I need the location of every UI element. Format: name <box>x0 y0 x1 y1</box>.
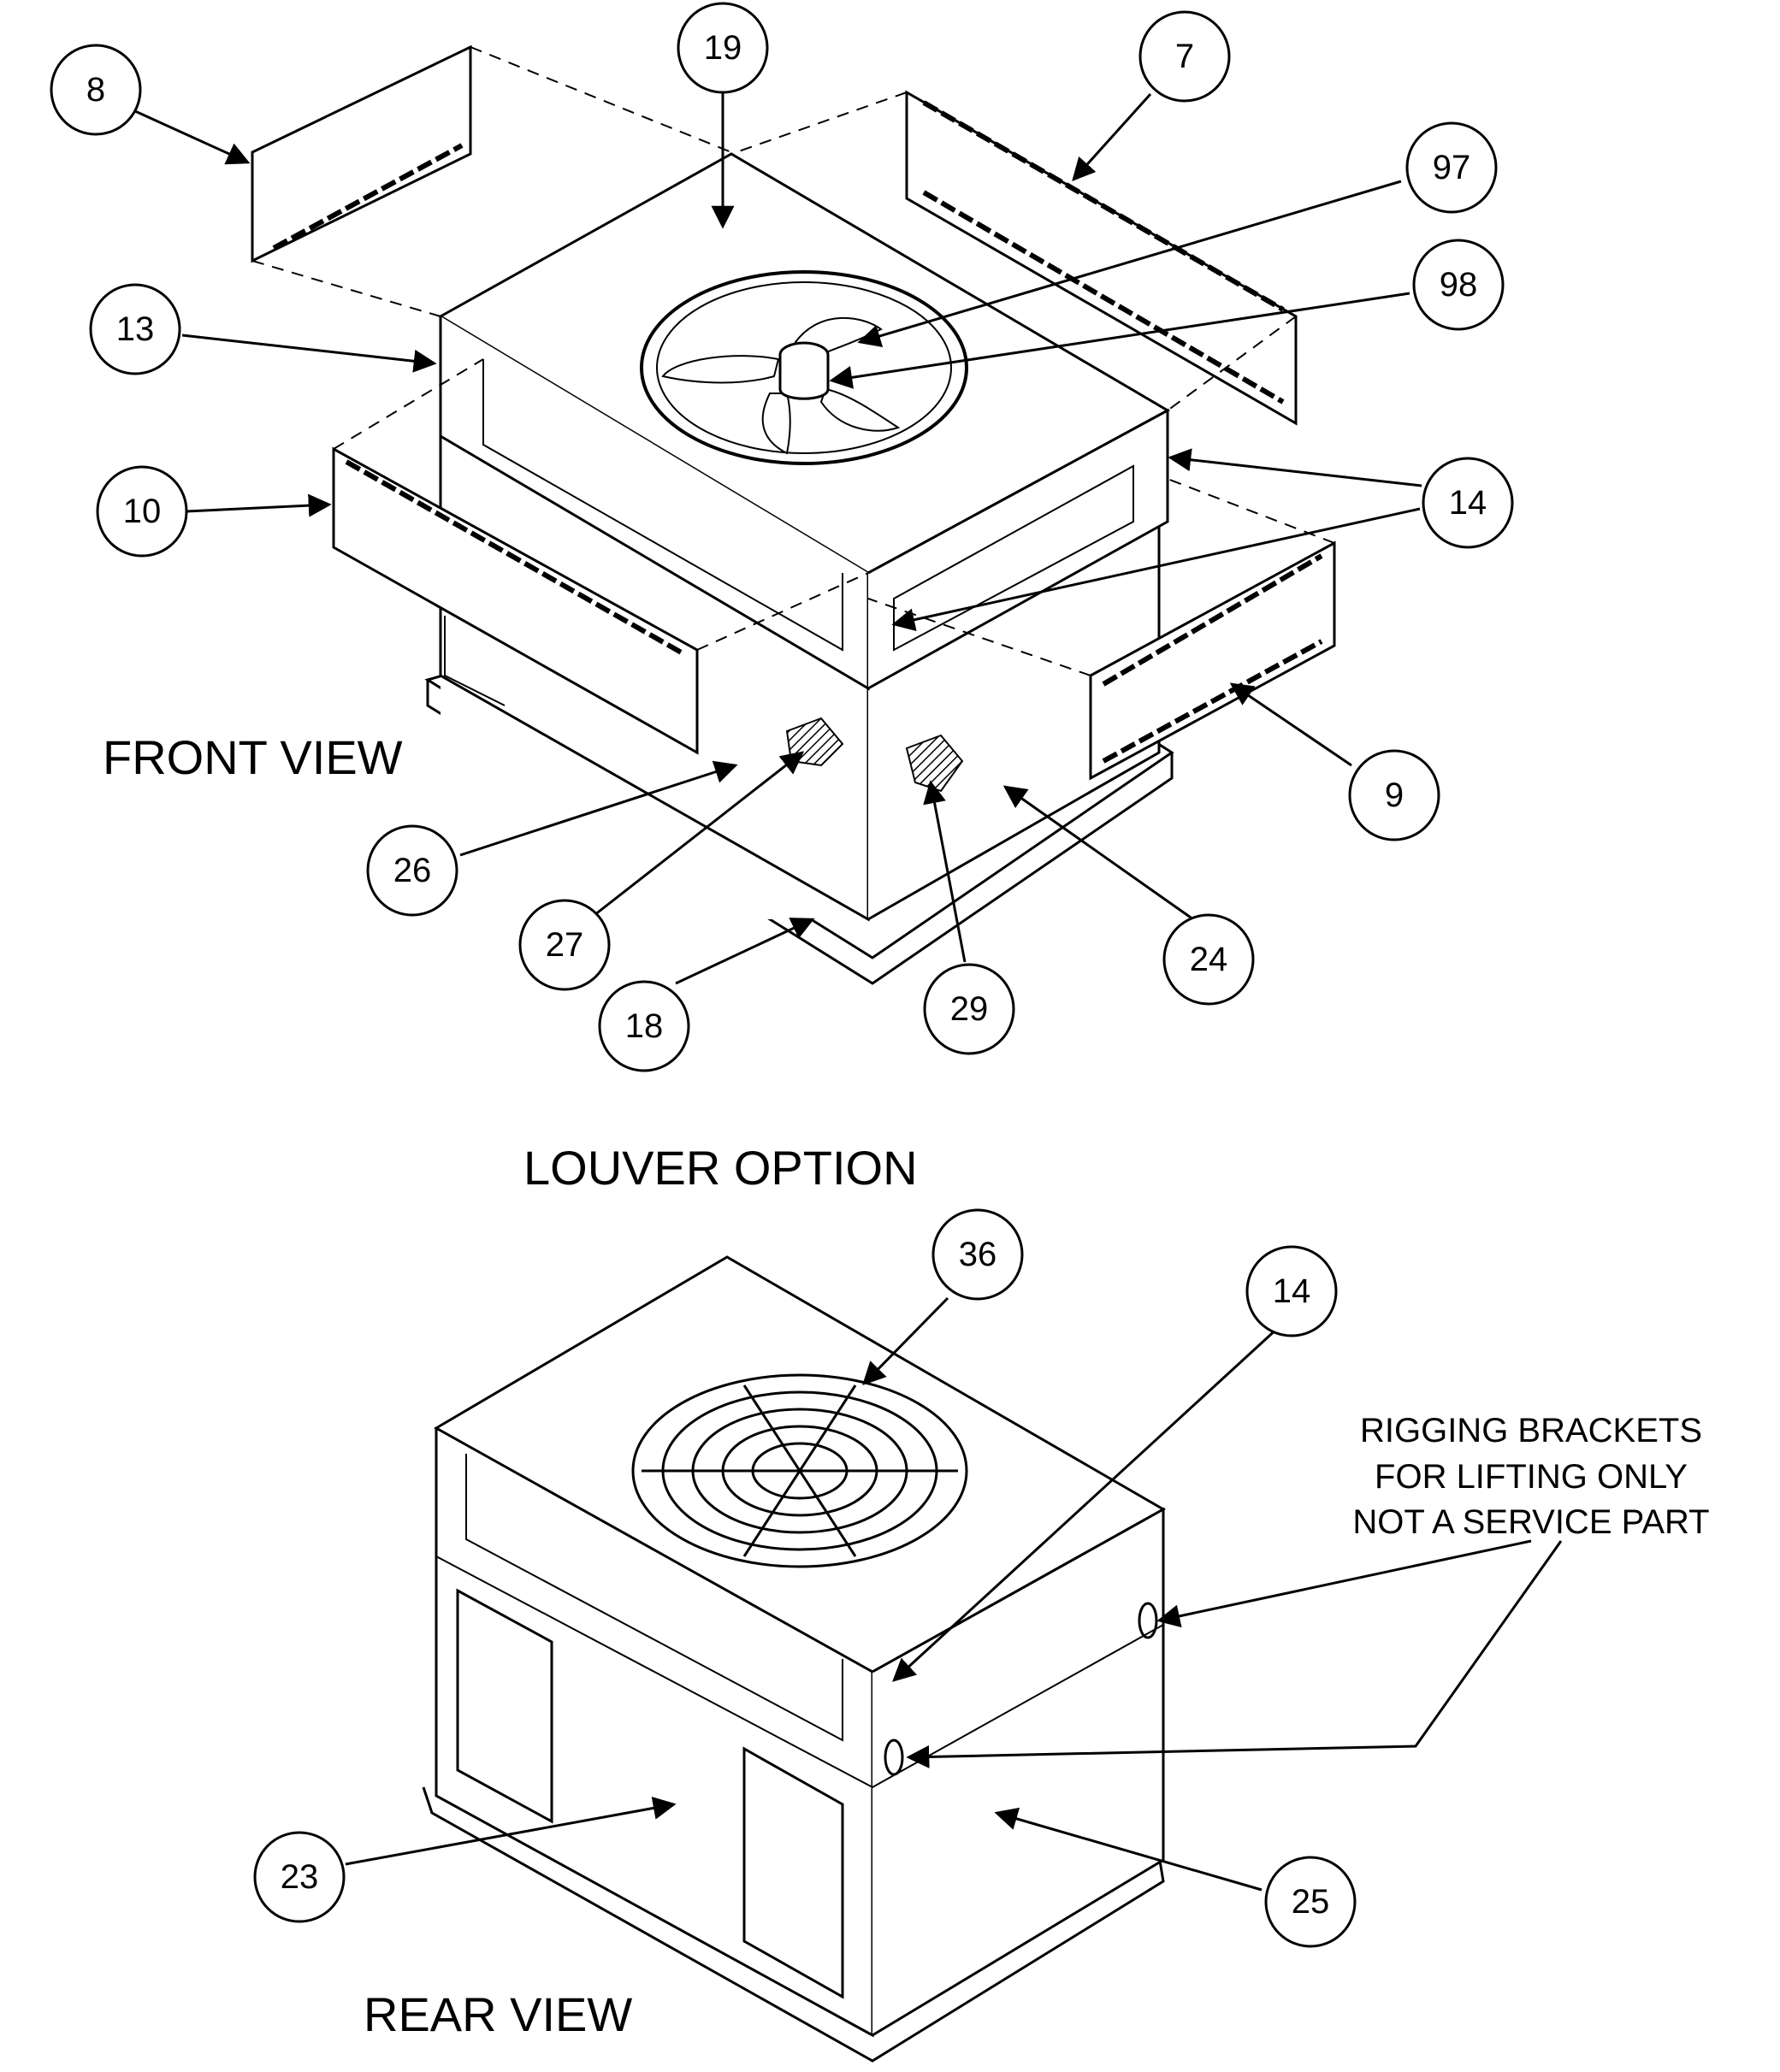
leader-98 <box>829 292 1410 389</box>
svg-text:23: 23 <box>281 1858 319 1896</box>
leader-25 <box>994 1807 1263 1892</box>
rigging-bracket-lower <box>884 1738 904 1776</box>
front-view-label: FRONT VIEW <box>103 730 403 784</box>
leader-24 <box>1002 785 1194 921</box>
fan-motor <box>778 341 830 400</box>
louver-panels <box>251 44 1336 781</box>
leader-14b <box>892 1325 1280 1682</box>
leader-rigging-lower <box>906 1540 1563 1768</box>
svg-text:27: 27 <box>546 926 584 964</box>
rear-access-opening-left <box>456 1588 553 1824</box>
louver-panel-8 <box>251 44 472 263</box>
svg-text:97: 97 <box>1433 149 1471 186</box>
leader-14a-1 <box>1168 448 1422 487</box>
leader-26 <box>459 760 738 857</box>
svg-text:25: 25 <box>1292 1883 1330 1921</box>
callout-27: 27 <box>518 899 611 991</box>
svg-text:24: 24 <box>1190 941 1228 978</box>
rigging-note-line-3: NOT A SERVICE PART <box>1352 1503 1709 1541</box>
callout-19: 19 <box>677 2 769 94</box>
hatched-plate-29 <box>905 734 964 793</box>
leader-lines <box>134 92 1563 1892</box>
rear-view-label: REAR VIEW <box>364 1987 632 2041</box>
leader-97 <box>857 180 1402 348</box>
louver-option-label: LOUVER OPTION <box>523 1141 918 1195</box>
rigging-note-line-2: FOR LIFTING ONLY <box>1375 1458 1688 1496</box>
callout-7: 7 <box>1138 10 1231 103</box>
leader-10 <box>186 493 332 517</box>
callout-98: 98 <box>1412 239 1505 331</box>
callout-26: 26 <box>366 824 458 917</box>
callout-13: 13 <box>89 283 181 375</box>
louver-panel-9 <box>1089 540 1336 781</box>
svg-text:7: 7 <box>1175 38 1194 75</box>
svg-text:18: 18 <box>625 1007 664 1045</box>
callout-8: 8 <box>50 44 142 136</box>
leader-rigging-upper <box>1156 1539 1532 1628</box>
callout-9: 9 <box>1348 749 1440 841</box>
callout-14-rear: 14 <box>1245 1245 1338 1337</box>
leader-14a-2 <box>891 507 1421 631</box>
callout-14-front: 14 <box>1422 457 1514 549</box>
svg-text:8: 8 <box>86 71 105 109</box>
svg-text:14: 14 <box>1449 484 1487 522</box>
svg-text:98: 98 <box>1440 266 1478 304</box>
rear-access-opening-right <box>742 1746 844 1999</box>
svg-text:26: 26 <box>393 852 432 889</box>
fan-guard <box>631 1373 968 1568</box>
callout-24: 24 <box>1162 913 1255 1006</box>
svg-text:9: 9 <box>1385 776 1404 814</box>
leader-18 <box>675 918 815 985</box>
callout-25: 25 <box>1264 1856 1357 1948</box>
leader-27 <box>594 751 805 917</box>
leader-7 <box>1072 92 1152 182</box>
callout-29: 29 <box>923 963 1015 1055</box>
leader-9 <box>1229 682 1352 767</box>
rigging-note-line-1: RIGGING BRACKETS <box>1360 1412 1702 1449</box>
svg-text:29: 29 <box>950 990 989 1028</box>
rigging-bracket-upper <box>1138 1602 1158 1639</box>
svg-text:10: 10 <box>123 493 162 530</box>
louver-panel-10 <box>332 446 699 755</box>
rear-view-unit <box>422 1255 1167 2063</box>
leader-36 <box>862 1296 949 1385</box>
leader-8 <box>134 109 251 165</box>
callout-36: 36 <box>931 1208 1024 1301</box>
leader-29 <box>923 780 967 963</box>
svg-text:19: 19 <box>704 29 742 67</box>
callout-23: 23 <box>253 1831 346 1923</box>
leader-13 <box>181 334 437 373</box>
callout-10: 10 <box>96 465 188 558</box>
callout-97: 97 <box>1405 121 1498 214</box>
callout-18: 18 <box>598 980 690 1072</box>
svg-text:14: 14 <box>1273 1272 1311 1310</box>
front-view-unit <box>424 152 1174 985</box>
fan-orifice <box>640 270 968 465</box>
leader-23 <box>345 1797 677 1866</box>
svg-text:13: 13 <box>116 310 155 348</box>
svg-text:36: 36 <box>959 1236 997 1273</box>
